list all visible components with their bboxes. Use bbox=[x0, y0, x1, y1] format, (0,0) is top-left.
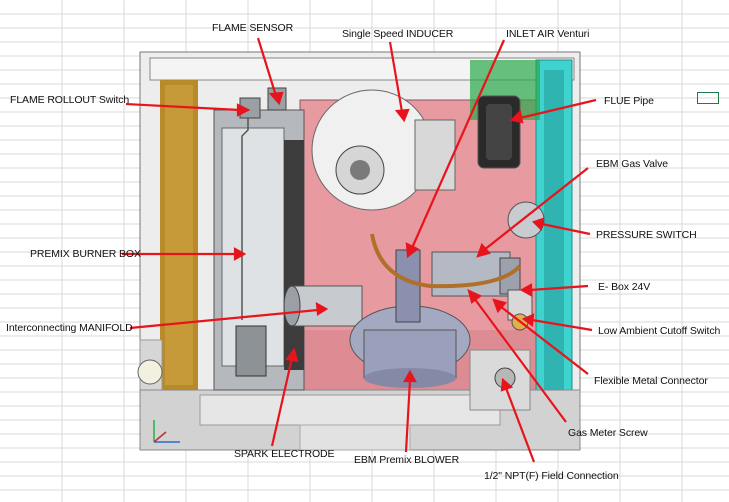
label-gas-meter-screw: Gas Meter Screw bbox=[568, 427, 648, 439]
spark-electrode-shape bbox=[235, 325, 267, 377]
arrow-inducer bbox=[388, 41, 404, 113]
arrowhead-pressure-switch bbox=[531, 217, 545, 232]
label-flue-pipe: FLUE Pipe bbox=[604, 95, 654, 107]
arrow-inlet-air bbox=[410, 39, 506, 249]
arrow-field-connection bbox=[504, 387, 536, 463]
inducer-shaft bbox=[350, 160, 370, 180]
arrowhead-flame-sensor bbox=[268, 91, 284, 106]
label-pressure-switch: PRESSURE SWITCH bbox=[596, 229, 697, 241]
label-premix-blower: EBM Premix BLOWER bbox=[354, 454, 460, 466]
label-e-box: E- Box 24V bbox=[598, 281, 651, 293]
arrow-manifold bbox=[129, 308, 319, 330]
arrow-e-box bbox=[529, 284, 589, 292]
label-flame-sensor: FLAME SENSOR bbox=[212, 22, 294, 34]
arrow-flame-rollout bbox=[125, 102, 241, 112]
base-plate bbox=[199, 394, 501, 426]
label-spark-electrode: SPARK ELECTRODE bbox=[234, 448, 335, 460]
venturi-tube bbox=[395, 249, 421, 323]
cyan-frame-inner bbox=[544, 70, 564, 420]
manifold-flange bbox=[283, 285, 301, 327]
arrowhead-flame-rollout bbox=[236, 103, 251, 117]
arrowhead-inducer bbox=[394, 108, 410, 123]
label-gas-valve: EBM Gas Valve bbox=[596, 158, 669, 170]
manifold-pipe bbox=[289, 285, 363, 327]
gas-valve-body bbox=[431, 251, 511, 297]
arrowhead-burner-box bbox=[233, 247, 247, 261]
arrow-spark-electrode bbox=[270, 357, 294, 447]
label-inducer: Single Speed INDUCER bbox=[342, 28, 454, 40]
arrowhead-manifold bbox=[315, 302, 329, 316]
flue-pipe-opening bbox=[486, 104, 512, 160]
axis-z bbox=[153, 431, 167, 443]
label-inlet-air: INLET AIR Venturi bbox=[506, 28, 590, 40]
arrowhead-e-box bbox=[519, 283, 533, 297]
arrow-low-ambient bbox=[531, 318, 593, 332]
left-side-wall-inner bbox=[165, 85, 193, 385]
label-burner-box: PREMIX BURNER BOX bbox=[30, 248, 141, 260]
rating-plate bbox=[299, 424, 411, 451]
arrow-gas-valve bbox=[483, 167, 589, 251]
label-manifold: Interconnecting MANIFOLD bbox=[6, 322, 133, 334]
arrow-flex-connector bbox=[499, 305, 589, 375]
arrow-premix-blower bbox=[404, 379, 412, 453]
arrowhead-gas-meter-screw bbox=[467, 289, 483, 304]
arrowhead-low-ambient bbox=[521, 313, 535, 328]
arrowhead-spark-electrode bbox=[285, 347, 299, 363]
arrow-gas-meter-screw bbox=[473, 297, 567, 423]
arrow-pressure-switch bbox=[541, 222, 591, 236]
top-rail bbox=[149, 57, 575, 81]
label-low-ambient: Low Ambient Cutoff Switch bbox=[598, 325, 721, 337]
arrowhead-inlet-air bbox=[405, 242, 420, 259]
arrow-flue-pipe bbox=[519, 98, 597, 120]
arrowhead-flue-pipe bbox=[509, 109, 524, 124]
burner-box-side-dark bbox=[284, 140, 304, 370]
left-port-hole bbox=[137, 359, 163, 385]
arrowhead-flex-connector bbox=[492, 298, 507, 314]
arrowhead-gas-valve bbox=[476, 242, 491, 258]
arrowhead-field-connection bbox=[500, 377, 514, 392]
inducer-outlet bbox=[414, 119, 456, 191]
arrow-flame-sensor bbox=[256, 37, 278, 97]
selected-cell[interactable] bbox=[697, 92, 719, 104]
burner-box-rod bbox=[241, 112, 249, 320]
label-flame-rollout: FLAME ROLLOUT Switch bbox=[10, 94, 130, 106]
label-flex-connector: Flexible Metal Connector bbox=[594, 375, 708, 387]
label-field-connection: 1/2" NPT(F) Field Connection bbox=[484, 470, 619, 482]
flex-tube bbox=[370, 233, 522, 289]
arrowhead-premix-blower bbox=[403, 369, 417, 383]
